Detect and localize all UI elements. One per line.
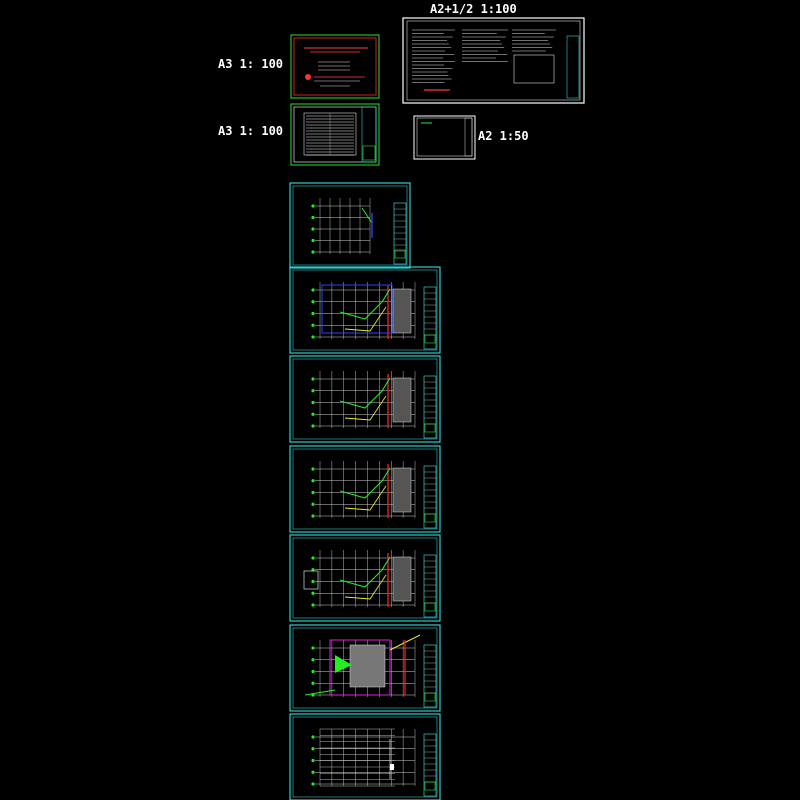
cover-sheet[interactable]: [290, 34, 380, 99]
drawing-sheet-2[interactable]: [289, 266, 441, 354]
drawing-sheet-1[interactable]: [289, 182, 411, 269]
seal-icon: [305, 74, 311, 80]
a2-sheet[interactable]: [413, 115, 476, 160]
label-a3-cover: A3 1: 100: [218, 57, 284, 71]
drawing-sheet-5[interactable]: [289, 534, 441, 622]
drawing-sheet-6[interactable]: [289, 624, 441, 712]
drawing-sheet-7[interactable]: [289, 713, 441, 800]
label-a3-index: A3 1: 100: [218, 124, 284, 138]
drawing-sheet-3[interactable]: [289, 355, 441, 443]
index-sheet[interactable]: [290, 103, 380, 166]
label-a2: A2 1:50: [478, 129, 529, 143]
notes-sheet[interactable]: [402, 17, 585, 104]
label-a2-half: A2+1/2 1:100: [430, 2, 517, 16]
drawing-sheet-4[interactable]: [289, 445, 441, 533]
